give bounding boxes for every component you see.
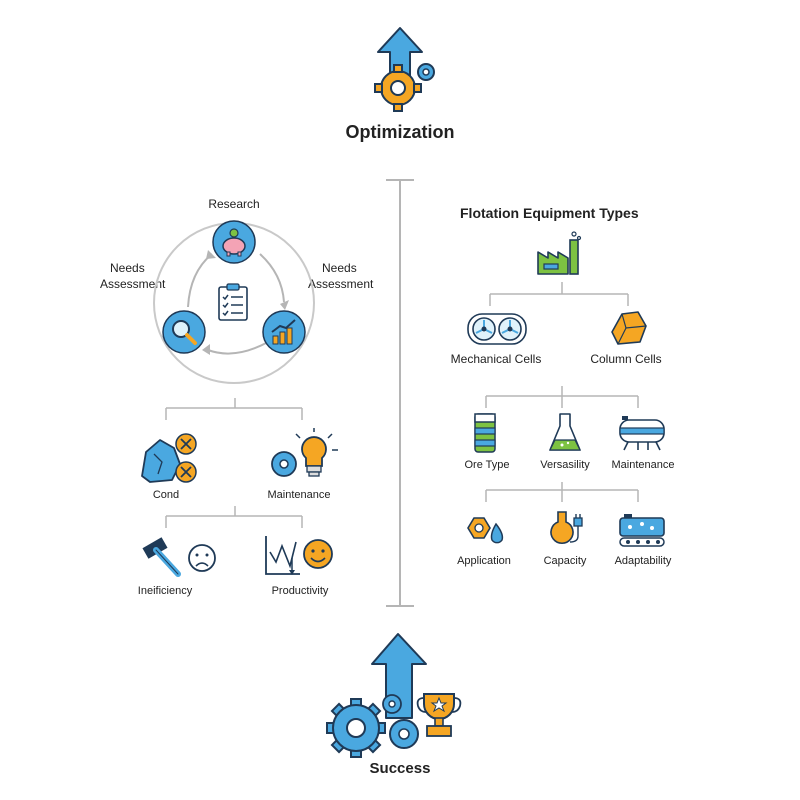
factory-icon	[537, 231, 582, 275]
flask-plug-icon	[550, 511, 583, 544]
level3-label-adaptability: Adaptability	[614, 555, 672, 567]
level3-label-capacity: Capacity	[543, 555, 587, 567]
tank-maintenance-icon	[619, 416, 665, 451]
level2-label-versasility: Versasility	[540, 459, 590, 471]
ore-rock-x-icon	[141, 433, 197, 483]
gear-lightbulb-icon	[271, 428, 338, 477]
ore-silo-icon	[474, 413, 496, 453]
level2-label-ore-type: Ore Type	[464, 459, 510, 471]
cycle-label-right-2: Assessment	[308, 277, 374, 291]
flask-icon	[549, 413, 581, 451]
left-tree-connectors	[165, 398, 303, 528]
row1-label-cond: Cond	[152, 489, 180, 501]
level3-label-application: Application	[457, 555, 511, 567]
conveyor-machine-icon	[619, 514, 665, 547]
chart-smiley-icon	[265, 536, 333, 575]
level1-label-mechanical-cells: Mechanical Cells	[450, 352, 542, 366]
growth-chart-icon	[262, 310, 306, 354]
mechanical-cells-icon	[467, 313, 527, 345]
row2-label-inefficiency: Ineificiency	[137, 585, 193, 597]
piggy-bank-icon	[212, 220, 256, 264]
nut-droplet-icon	[467, 517, 504, 544]
success-gears-trophy-icon	[326, 633, 462, 758]
row1-label-maintenance: Maintenance	[267, 489, 331, 501]
hammer-sad-face-icon	[142, 537, 216, 577]
cycle-label-right-1: Needs	[322, 261, 357, 275]
column-cells-ore-icon	[611, 311, 647, 345]
level1-label-column-cells: Column Cells	[590, 352, 662, 366]
optimization-title: Optimization	[345, 122, 455, 142]
level2-label-maintenance: Maintenance	[611, 459, 675, 471]
center-divider	[386, 179, 414, 607]
cycle-label-research: Research	[208, 197, 260, 211]
cycle-label-left-1: Needs	[110, 261, 145, 275]
row2-label-productivity: Productivity	[271, 585, 329, 597]
optimization-gear-arrow-icon	[368, 26, 440, 112]
success-title: Success	[369, 760, 431, 777]
magnifier-icon	[162, 310, 206, 354]
clipboard-checklist-icon	[218, 283, 248, 321]
flotation-title: Flotation Equipment Types	[460, 205, 639, 221]
cycle-label-left-2: Assessment	[100, 277, 166, 291]
right-tree-connectors	[485, 282, 639, 502]
